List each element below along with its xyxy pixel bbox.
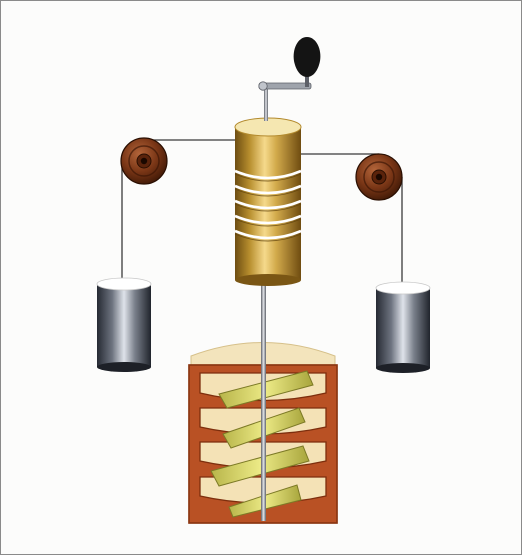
crank-knob <box>293 37 321 77</box>
left-weight <box>96 277 152 372</box>
winding-drum <box>234 117 302 286</box>
drum-cord-coils <box>234 169 302 240</box>
right-weight <box>375 281 431 373</box>
vertical-shaft <box>261 281 266 521</box>
right-pulley <box>355 153 403 201</box>
crank-handle <box>258 37 321 121</box>
left-pulley <box>120 137 168 185</box>
cords <box>121 139 403 283</box>
